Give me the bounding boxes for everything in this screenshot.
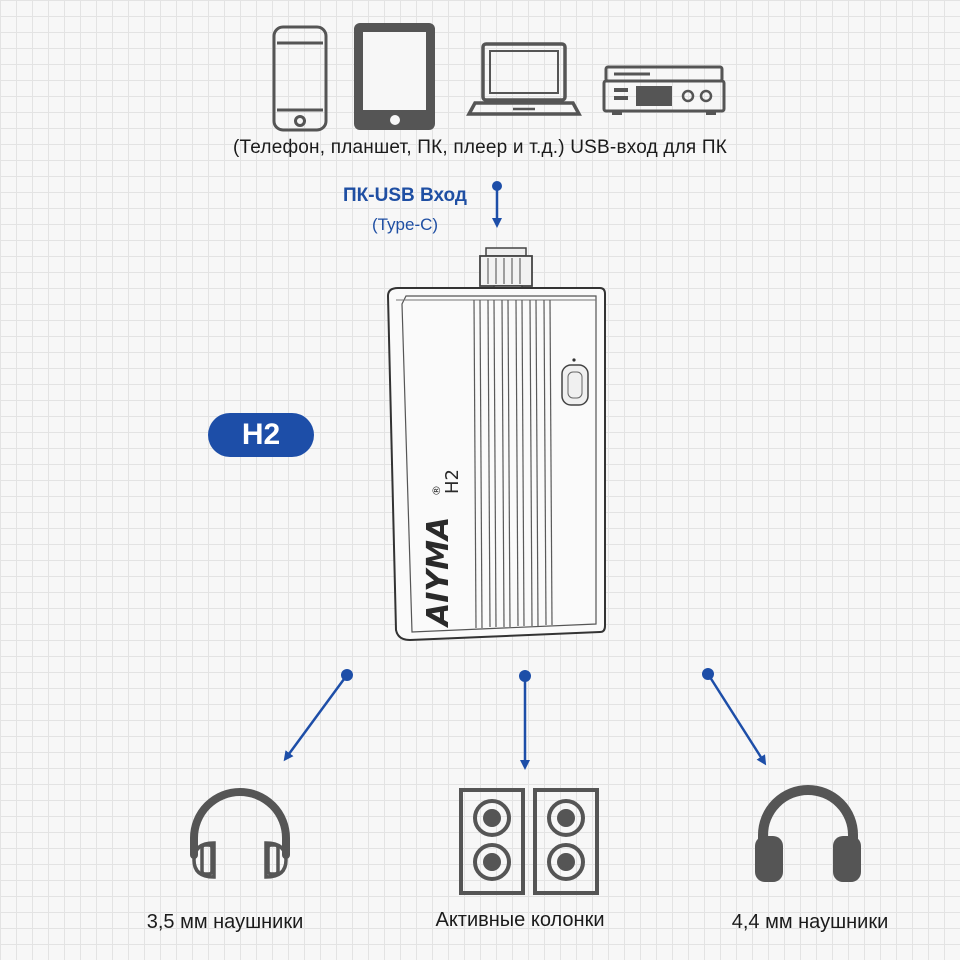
headphones-icon	[755, 785, 861, 882]
device-model: H2	[442, 469, 463, 494]
model-badge: H2	[208, 413, 314, 457]
output-label-35mm: 3,5 мм наушники	[146, 911, 304, 933]
headphones-icon	[190, 788, 290, 879]
laptop-icon	[466, 42, 582, 116]
output-arrow-44	[702, 668, 767, 766]
input-arrow	[492, 181, 502, 228]
gain-switch	[561, 358, 589, 406]
svg-text:®: ®	[430, 485, 443, 496]
output-label-active-speakers: Активные колонки	[435, 909, 605, 931]
svg-text:H2: H2	[442, 469, 463, 494]
output-arrow-active	[519, 670, 531, 770]
device-brand: AIYMA ®	[421, 485, 456, 628]
tablet-icon	[354, 23, 435, 130]
audio-player-icon	[602, 65, 726, 115]
dac-device: AIYMA ® H2	[386, 247, 606, 642]
output-arrow-35	[283, 669, 353, 762]
input-label: ПК-USB Вход	[343, 185, 467, 206]
speakers-icon	[459, 788, 599, 895]
heatsink-ribs	[473, 299, 553, 629]
svg-text:AIYMA: AIYMA	[421, 517, 456, 628]
input-sublabel: (Type-C)	[371, 215, 439, 234]
sources-caption: (Телефон, планшет, ПК, плеер и т.д.) USB…	[233, 137, 727, 158]
output-label-44mm: 4,4 мм наушники	[731, 911, 889, 933]
smartphone-icon	[272, 25, 328, 132]
